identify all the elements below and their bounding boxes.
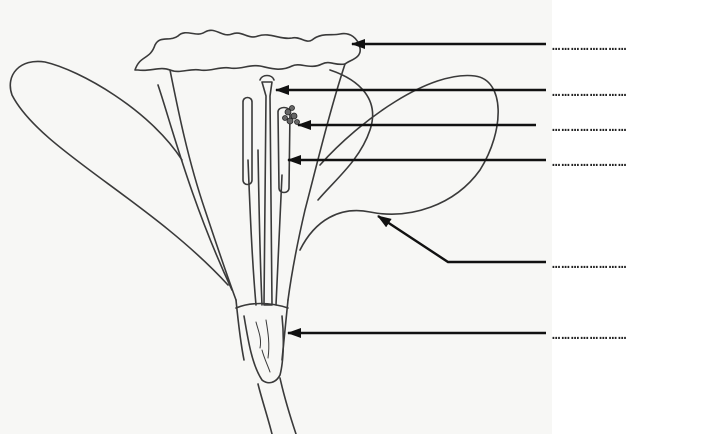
label-blank-petal[interactable]: …………………… [552, 256, 709, 272]
arrow-petal [378, 216, 546, 262]
pollen-grains [283, 106, 300, 125]
label-blank-pollen[interactable]: …………………… [552, 119, 709, 135]
label-blank-corona[interactable]: …………………… [552, 38, 709, 54]
stigma [260, 76, 274, 81]
corona-right-wall [288, 64, 345, 300]
floral-tube-left [236, 300, 244, 360]
pedicel-right [280, 378, 296, 434]
left-petal [10, 61, 228, 285]
pedicel-left [258, 384, 272, 434]
filament-2 [276, 175, 282, 305]
label-blank-ovary[interactable]: …………………… [552, 327, 709, 343]
filament-3 [258, 150, 262, 305]
label-blank-stigma[interactable]: …………………… [552, 84, 709, 100]
style [262, 82, 272, 305]
anther-1 [243, 98, 252, 185]
corona-rim [135, 30, 360, 71]
ovary-outline [244, 316, 283, 383]
label-blank-anther[interactable]: …………………… [552, 154, 709, 170]
ovary-ovules [256, 320, 270, 372]
right-petal [300, 76, 498, 250]
corona-left-wall [170, 70, 236, 300]
